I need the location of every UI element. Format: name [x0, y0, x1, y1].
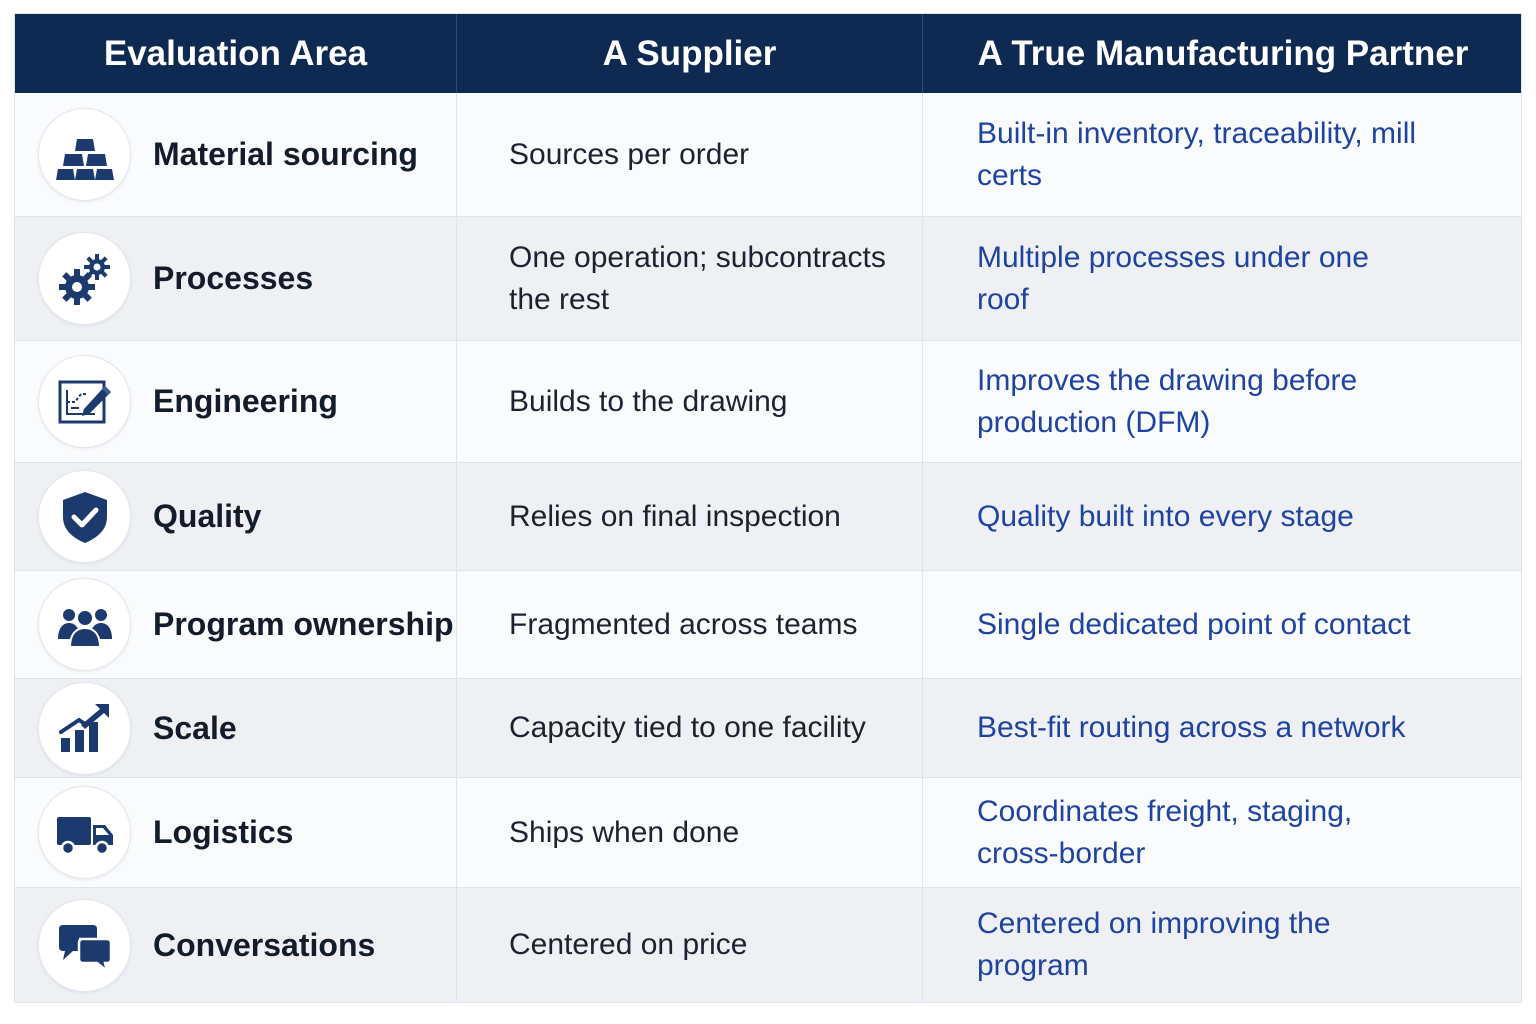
- area-label: Logistics: [153, 814, 294, 850]
- supplier-cell: Sources per order: [457, 93, 923, 216]
- supplier-text: One operation; subcontracts the rest: [509, 240, 886, 316]
- supplier-text: Builds to the drawing: [509, 384, 788, 418]
- supplier-text: Sources per order: [509, 137, 750, 171]
- partner-text: Coordinates freight, staging, cross-bord…: [977, 794, 1353, 870]
- truck-icon: [38, 786, 131, 879]
- area-label: Material sourcing: [153, 136, 418, 172]
- partner-cell: Single dedicated point of contact: [923, 571, 1523, 678]
- table-header: Evaluation Area A Supplier A True Manufa…: [15, 14, 1521, 93]
- partner-text: Built-in inventory, traceability, mill c…: [977, 116, 1417, 192]
- partner-cell: Coordinates freight, staging, cross-bord…: [923, 778, 1523, 887]
- partner-cell: Built-in inventory, traceability, mill c…: [923, 93, 1523, 216]
- partner-text: Improves the drawing before production (…: [977, 363, 1358, 439]
- supplier-cell: Fragmented across teams: [457, 571, 923, 678]
- comparison-table: Evaluation Area A Supplier A True Manufa…: [14, 13, 1522, 1003]
- area-label: Engineering: [153, 383, 338, 419]
- table-row: Logistics Ships when done Coordinates fr…: [15, 778, 1521, 888]
- supplier-text: Fragmented across teams: [509, 607, 858, 641]
- partner-text: Single dedicated point of contact: [977, 607, 1411, 641]
- area-cell: Material sourcing: [15, 93, 457, 216]
- area-label: Scale: [153, 709, 237, 746]
- supplier-cell: Centered on price: [457, 888, 923, 1002]
- table-row: Engineering Builds to the drawing Improv…: [15, 341, 1521, 463]
- partner-cell: Multiple processes under one roof: [923, 217, 1523, 340]
- header-partner: A True Manufacturing Partner: [977, 33, 1469, 73]
- supplier-cell: One operation; subcontracts the rest: [457, 217, 923, 340]
- area-label: Program ownership: [153, 606, 454, 642]
- table-row: Conversations Centered on price Centered…: [15, 888, 1521, 1002]
- partner-text: Centered on improving the program: [977, 907, 1331, 982]
- blueprint-pencil-icon: [38, 355, 131, 448]
- partner-text: Best-fit routing across a network: [977, 711, 1406, 744]
- partner-text: Multiple processes under one roof: [977, 240, 1369, 316]
- partner-cell: Best-fit routing across a network: [923, 679, 1523, 777]
- header-evaluation-area: Evaluation Area: [15, 14, 457, 93]
- partner-text: Quality built into every stage: [977, 499, 1354, 533]
- table-row: Material sourcing Sources per order Buil…: [15, 93, 1521, 217]
- supplier-cell: Relies on final inspection: [457, 463, 923, 570]
- chat-bubbles-icon: [38, 898, 131, 992]
- partner-cell: Improves the drawing before production (…: [923, 341, 1523, 462]
- table-row: Program ownership Fragmented across team…: [15, 571, 1521, 679]
- supplier-cell: Ships when done: [457, 778, 923, 887]
- area-cell: Conversations: [15, 888, 457, 1002]
- table-row: Processes One operation; subcontracts th…: [15, 217, 1521, 341]
- partner-cell: Quality built into every stage: [923, 463, 1523, 570]
- area-cell: Quality: [15, 463, 457, 570]
- supplier-text: Relies on final inspection: [509, 499, 841, 533]
- growth-chart-icon: [38, 681, 131, 775]
- header-supplier: A Supplier: [457, 14, 923, 93]
- gears-icon: [38, 232, 131, 325]
- area-label: Conversations: [153, 926, 376, 963]
- people-group-icon: [38, 578, 131, 671]
- table-row: Scale Capacity tied to one facility Best…: [15, 679, 1521, 778]
- supplier-text: Ships when done: [509, 815, 740, 849]
- gold-bars-icon: [38, 108, 131, 201]
- area-label: Quality: [153, 498, 262, 534]
- area-cell: Program ownership: [15, 571, 457, 678]
- area-label: Processes: [153, 260, 314, 296]
- area-cell: Engineering: [15, 341, 457, 462]
- supplier-text: Centered on price: [509, 928, 748, 961]
- table-row: Quality Relies on final inspection Quali…: [15, 463, 1521, 571]
- area-cell: Logistics: [15, 778, 457, 887]
- supplier-cell: Builds to the drawing: [457, 341, 923, 462]
- partner-cell: Centered on improving the program: [923, 888, 1523, 1002]
- area-cell: Processes: [15, 217, 457, 340]
- shield-check-icon: [38, 470, 131, 563]
- supplier-text: Capacity tied to one facility: [509, 711, 866, 744]
- area-cell: Scale: [15, 679, 457, 777]
- supplier-cell: Capacity tied to one facility: [457, 679, 923, 777]
